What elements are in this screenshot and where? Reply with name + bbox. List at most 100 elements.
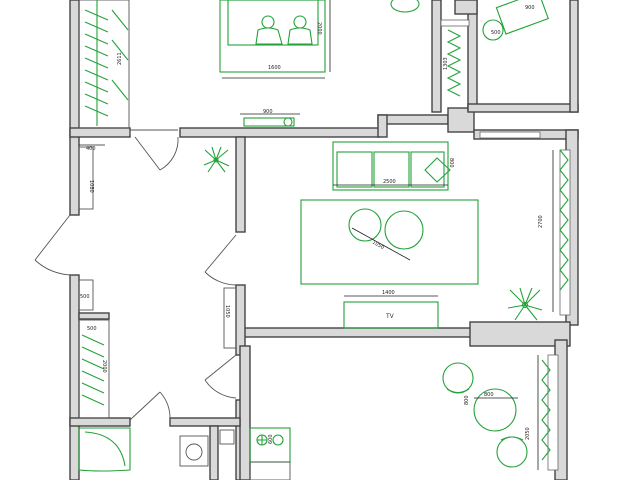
corner-plant-icon [507,287,543,321]
sink-icon [185,443,203,461]
storage-hangers [81,334,105,406]
wall-balcony-pillar [454,0,478,15]
wall-hall-divider-top [235,136,246,233]
bedroom-door-frame [129,129,178,135]
wall-bath-divider [209,425,219,480]
bedroom: 2611 1600 2000 900 [78,0,420,129]
hall-wardrobe [223,287,237,349]
kitchen: 800 800 2050 600 [249,355,551,480]
bath-door-swing [159,391,171,421]
kitchen-door-leaf [204,354,237,381]
shoe-rack-dim: 500 [80,294,90,300]
wall-living-bottom [239,327,476,338]
hall-cabinet [78,146,94,210]
wall-left-bedroom [69,0,80,136]
entrance-door-leaf [34,214,71,261]
bed [219,0,326,73]
wall-hall-divider-mid [235,284,246,356]
bed-length-dim: 2000 [316,22,322,35]
wall-storage-top [78,312,110,320]
coffee-table-dim-line [351,227,411,261]
bed-width-dim: 1600 [268,65,281,71]
coffee-table-1 [348,208,382,242]
coffee-table-2 [384,210,424,250]
bath-door-leaf [129,391,161,421]
living-window-plants [559,149,569,291]
shoe-rack [78,279,94,311]
balcony-depth-dim: 1303 [443,57,449,70]
wall-balcony-right [569,0,579,113]
kitchen-window-plants [541,359,551,461]
window-balcony [440,19,470,27]
tv-label: TV [385,313,395,320]
sofa-seat-3 [410,151,445,188]
wall-living-bottom-right [469,321,571,347]
bathtub [78,427,131,472]
window-kitchen-right [547,354,559,471]
closet-length-dim: 2611 [117,52,123,65]
sofa [332,141,451,191]
sofa-seat-2 [373,151,410,188]
dresser [243,117,295,127]
living-door-swing [204,271,237,286]
bathroom [78,427,235,472]
wall-left-hall-bottom [69,274,80,480]
living-window-dim: 2700 [538,215,544,228]
wall-balcony-left [431,0,442,113]
dining-table-depth-dim: 800 [464,395,470,405]
dining-chair-1-icon [442,362,474,394]
living-door-leaf [204,234,237,273]
hallway: 400 1080 500 500 2000 1050 [78,144,237,419]
balcony-armchair-icon [482,0,549,41]
storage-length-dim: 2000 [101,360,107,373]
wall-left-hall-top [69,134,80,216]
balcony-table-dim: 500 [491,30,501,36]
stove-width-dim: 600 [268,434,274,444]
balcony: 900 500 1303 [443,0,549,97]
kitchen-window-dim: 2050 [525,427,531,440]
wall-balcony-inner [467,0,478,111]
wall-bedroom-bottom-left [69,127,131,138]
sofa-seat-1 [336,151,373,188]
coffee-table-dim: 1050 [371,240,385,252]
storage-width-dim: 500 [87,326,97,332]
stove [249,427,291,463]
toilet-icon [219,429,235,445]
doors [34,129,237,421]
living-room: 2500 800 1050 2700 1400 TV [300,141,569,329]
sofa-width-dim: 2500 [383,179,396,185]
bathtub-curve [84,431,126,467]
entrance-door-swing [34,259,73,276]
tv-stand-dim: 1400 [382,290,395,296]
wall-step-side [377,114,388,138]
dresser-width-dim: 900 [263,109,273,115]
kitchen-counter [249,461,291,480]
windows [440,19,571,471]
hall-wardrobe-dim: 1050 [224,305,230,318]
kitchen-door-swing [204,379,237,399]
dining-table [473,388,517,432]
wall-bath-top-left [69,417,131,427]
window-living-right [559,149,571,316]
tv-stand [343,301,439,329]
wall-bedroom-bottom [179,127,381,138]
lamp-icon [283,117,293,127]
storage-closet [78,319,110,419]
bedroom-door-leaf [134,136,161,171]
bedroom-closet [78,0,130,129]
dining-table-dim: 800 [484,392,494,398]
sink-cabinet [179,435,209,467]
living-rug [300,199,479,285]
dining-chair-2-icon [496,436,528,468]
hall-cabinet-width-dim: 400 [86,146,96,152]
cushion-icon [424,157,451,183]
sofa-frame [332,141,449,191]
wall-kitchen-left [239,345,251,480]
balcony-chair-dim: 900 [525,5,535,11]
closet-hangers [84,0,129,126]
wall-balcony-bottom [467,103,579,113]
window-living-top [479,131,541,139]
wall-bath-top-right [169,417,241,427]
